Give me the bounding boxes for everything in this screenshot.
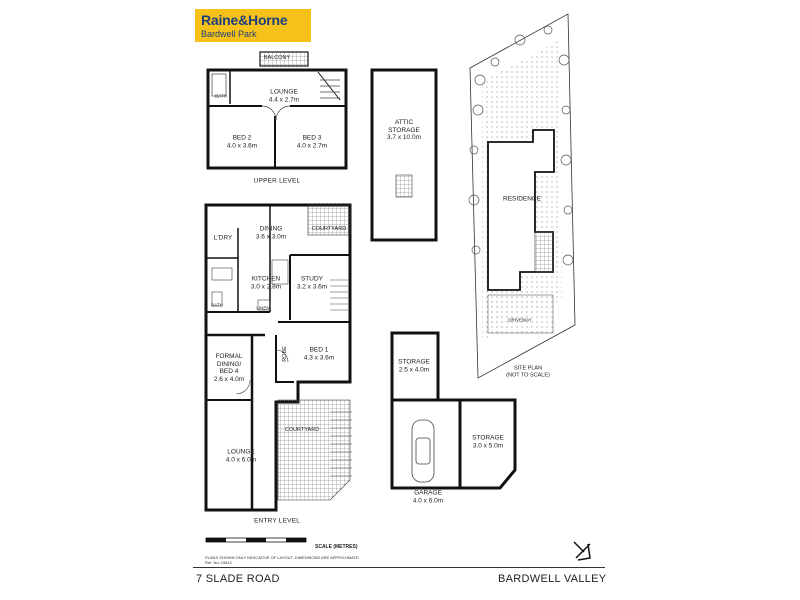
room-formal-dining: FORMAL DINING/ BED 4 2.6 x 4.0m	[213, 353, 245, 383]
room-laundry: L'DRY	[213, 234, 233, 242]
property-address: 7 SLADE ROAD	[196, 573, 280, 585]
agency-logo: Raine&Horne Bardwell Park	[195, 9, 311, 42]
attic-hatch	[395, 174, 413, 198]
room-kitchen: KITCHEN 3.0 x 2.8m	[250, 275, 282, 291]
steps	[330, 279, 352, 477]
room-bath-entry: BATH	[211, 302, 223, 308]
room-bed1: BED 1 4.3 x 3.6m	[303, 346, 335, 362]
room-dining: DINING 3.6 x 3.0m	[255, 225, 287, 241]
room-lounge-upper: LOUNGE 4.4 x 2.7m	[268, 88, 300, 104]
car-symbol	[411, 419, 435, 483]
scale-label: SCALE (METRES)	[315, 544, 358, 550]
room-bath-upper: BATH	[215, 93, 227, 99]
room-storage-2: STORAGE 3.0 x 5.0m	[472, 434, 504, 450]
disclaimer-note: PLANS SHOWN ONLY INDICATIVE OF LAYOUT. D…	[205, 555, 360, 565]
entry-level-title: ENTRY LEVEL	[253, 517, 301, 525]
logo-brand: Raine&Horne	[201, 12, 288, 28]
room-robe: ROBE	[281, 346, 288, 362]
room-bed3: BED 3 4.0 x 2.7m	[296, 134, 328, 150]
scale-bar	[205, 537, 307, 543]
logo-office: Bardwell Park	[201, 29, 257, 39]
room-storage-1: STORAGE 2.5 x 4.0m	[398, 358, 430, 374]
garage-block	[390, 331, 517, 490]
room-lounge-entry: LOUNGE 4.0 x 6.0m	[225, 448, 257, 464]
attic-walls	[370, 68, 438, 242]
property-suburb: BARDWELL VALLEY	[498, 573, 607, 585]
site-plan	[468, 13, 576, 379]
entry-fixtures	[211, 259, 289, 395]
label-driveway: DRIVEWAY	[508, 317, 532, 323]
room-bed2: BED 2 4.0 x 3.6m	[226, 134, 258, 150]
north-arrow-icon	[573, 541, 591, 561]
room-attic: ATTIC STORAGE 3.7 x 10.0m	[387, 118, 421, 141]
footer-divider	[193, 567, 605, 568]
room-balcony: BALCONY	[263, 54, 291, 61]
entry-level-plan	[204, 203, 352, 512]
courtyard-lower-paving	[277, 399, 351, 501]
upper-level-fixtures	[211, 73, 340, 121]
upper-level-plan	[206, 51, 348, 170]
room-courtyard-lower: COURTYARD	[284, 426, 320, 433]
courtyard-upper-paving	[307, 204, 351, 236]
upper-level-title: UPPER LEVEL	[253, 177, 301, 185]
room-garage: GARAGE 4.0 x 6.0m	[412, 489, 444, 505]
room-courtyard-upper: COURTYARD	[311, 225, 347, 232]
site-plan-title: SITE PLAN (NOT TO SCALE)	[506, 365, 550, 379]
room-residence: RESIDENCE	[503, 195, 541, 203]
room-linen: LINEN	[256, 305, 270, 311]
room-study: STUDY 3.2 x 3.6m	[296, 275, 328, 291]
